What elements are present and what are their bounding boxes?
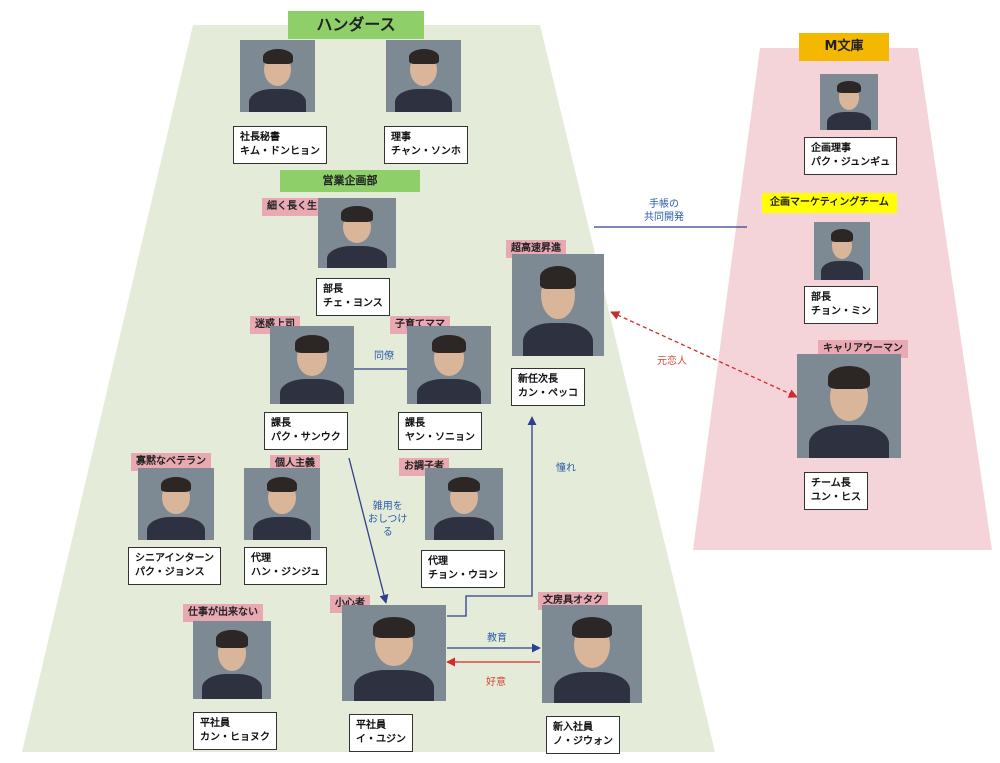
dairi-han-name-box: 代理ハン・ジンジュ	[244, 547, 328, 585]
director-photo	[386, 40, 461, 112]
secretary-photo	[240, 40, 315, 112]
yoon-tag: キャリアウーマン	[818, 340, 908, 358]
kang-photo	[512, 254, 604, 356]
m-bucho-name-box: 部長チョン・ミン	[804, 286, 878, 324]
jiwon-name-box: 新入社員ノ・ジウォン	[546, 716, 620, 754]
planner-photo	[820, 74, 878, 130]
dairi-jeong-photo	[425, 468, 503, 540]
bucho-photo	[318, 198, 396, 268]
kacho-park-name-box: 課長パク・サンウク	[264, 412, 348, 450]
yoon-name-box: チーム長ユン・ヒス	[804, 472, 868, 510]
dairi-han-photo	[244, 468, 320, 540]
senior-photo	[138, 468, 214, 540]
m-bucho-photo	[814, 222, 870, 280]
impose-label: 雑用を おしつけ る	[368, 501, 408, 538]
joint-dev-label: 手帳の 共同開発	[644, 199, 684, 223]
hira-kang-name-box: 平社員カン・ヒョヌク	[193, 712, 277, 750]
sales-dept-header: 営業企画部	[280, 170, 420, 192]
marketing-team-header: 企画マーケティングチーム	[762, 193, 897, 213]
hira-kang-photo	[193, 621, 271, 699]
jiwon-photo	[542, 605, 642, 703]
secretary-name-box: 社長秘書キム・ドンヒョン	[233, 126, 327, 164]
kacho-yang-name-box: 課長ヤン・ソニョン	[398, 412, 482, 450]
dairi-jeong-name-box: 代理チョン・ウヨン	[421, 550, 505, 588]
admire-arrow	[447, 416, 537, 617]
senior-tag: 寡黙なベテラン	[131, 453, 211, 471]
favor-label: 好意	[486, 677, 506, 688]
planner-name-box: 企画理事パク・ジュンギュ	[804, 137, 898, 175]
teach-label: 教育	[487, 633, 507, 644]
yujin-name-box: 平社員イ・ユジン	[349, 714, 413, 752]
mbunko-header: M文庫	[799, 33, 889, 61]
impose-arrow	[348, 457, 389, 604]
admire-label: 憧れ	[556, 463, 576, 474]
director-name-box: 理事チャン・ソンホ	[384, 126, 468, 164]
colleague-label: 同僚	[374, 351, 394, 362]
ex-lover-label: 元恋人	[657, 356, 687, 367]
senior-name-box: シニアインターンパク・ジョンス	[128, 547, 221, 585]
kang-tag: 超高速昇進	[506, 240, 566, 258]
bucho-name-box: 部長チェ・ヨンス	[316, 278, 390, 316]
hira-kang-tag: 仕事が出来ない	[183, 604, 263, 622]
ex-lover-line	[610, 311, 798, 398]
yujin-photo	[342, 605, 446, 701]
handers-header: ハンダース	[288, 11, 424, 39]
kacho-yang-photo	[407, 326, 491, 404]
kacho-park-photo	[270, 326, 354, 404]
yoon-photo	[797, 354, 901, 458]
kang-name-box: 新任次長カン・ペッコ	[511, 368, 585, 406]
